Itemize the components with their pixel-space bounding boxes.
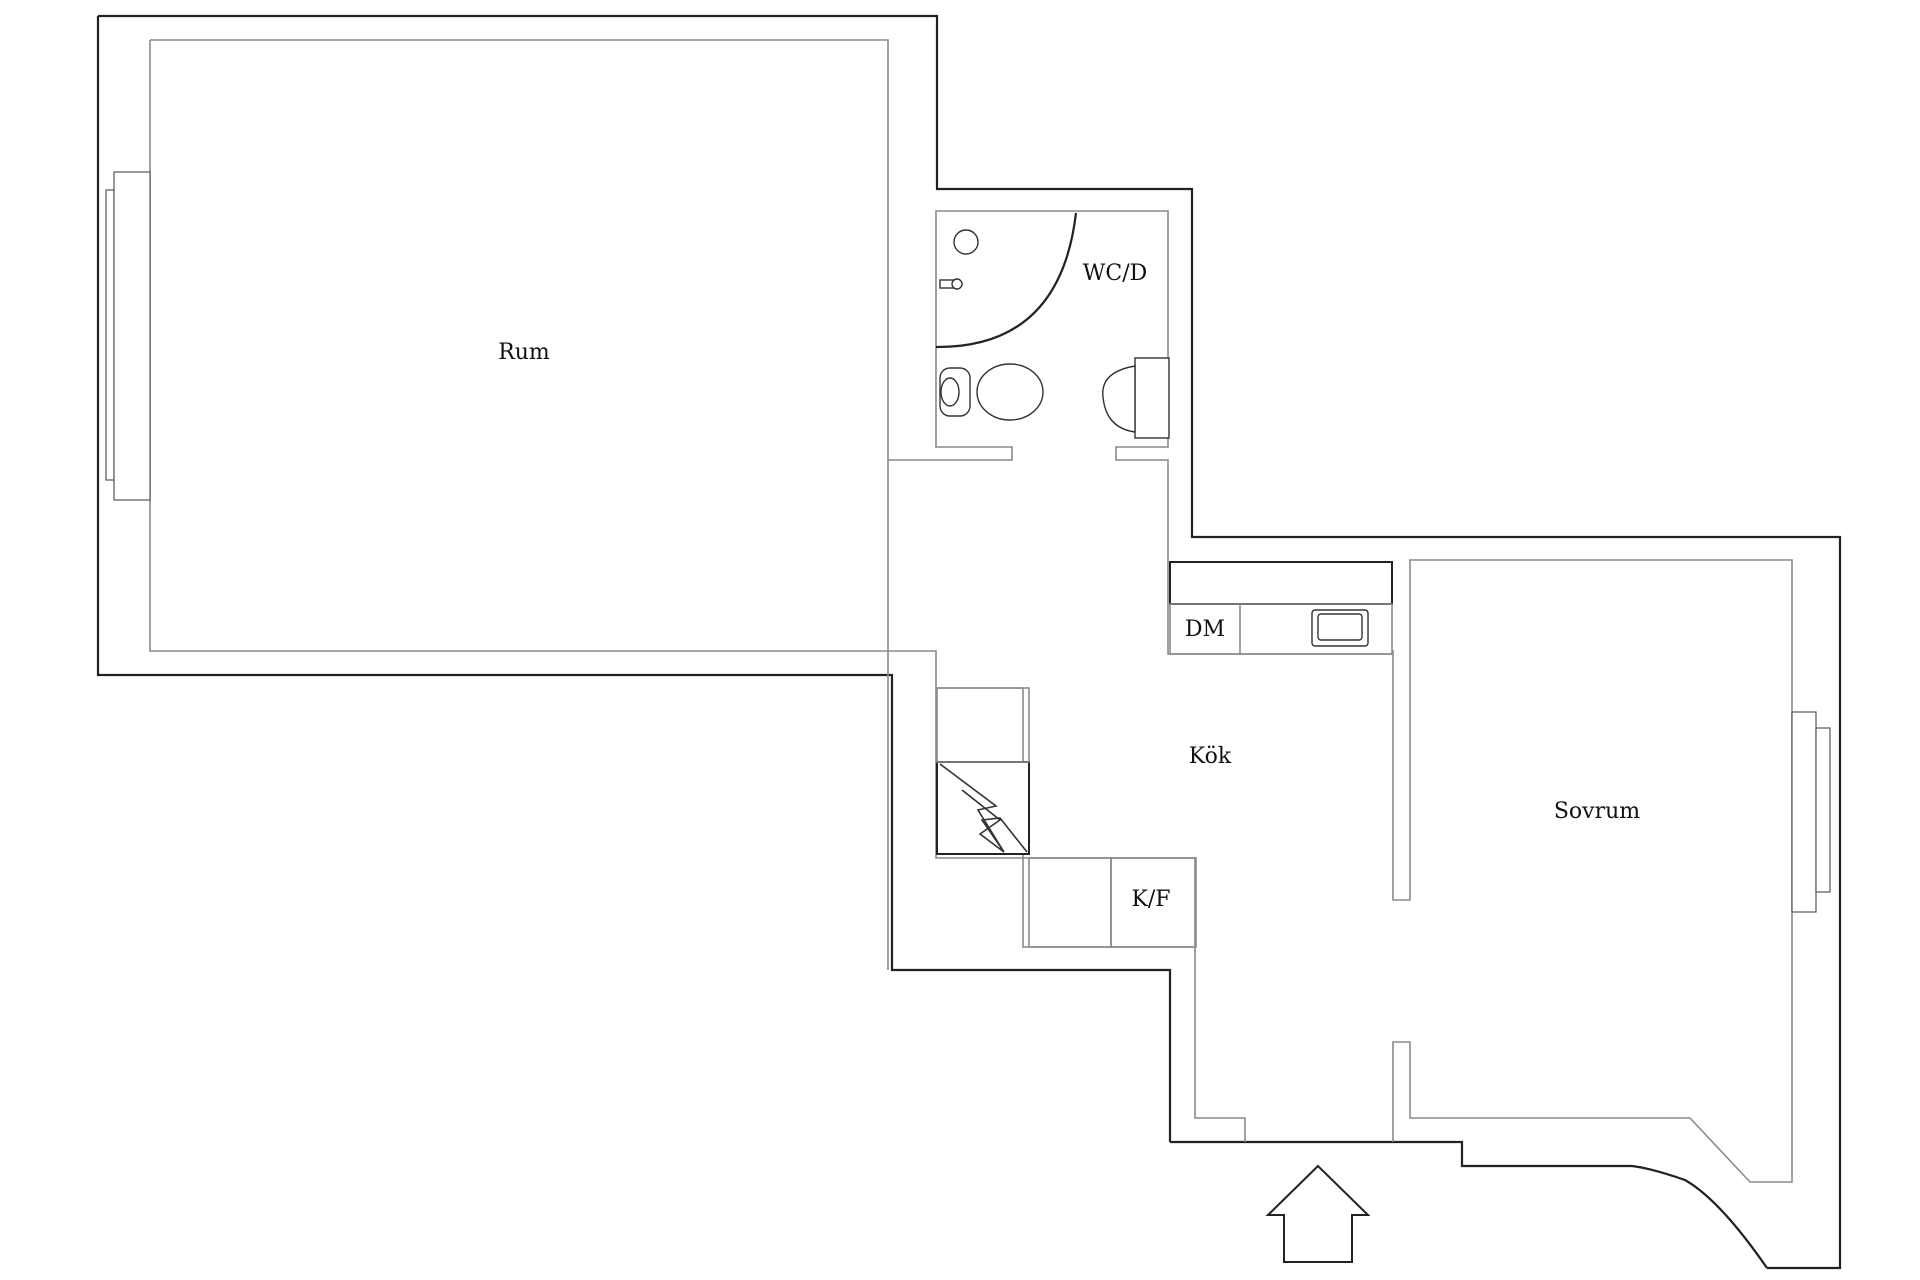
room-label-sovrum: Sovrum	[1554, 799, 1640, 824]
inner-walls	[149, 39, 1793, 1183]
kitchen-units	[936, 687, 1197, 948]
washbasin-icon	[1102, 357, 1170, 439]
room-label-wc: WC/D	[1083, 261, 1148, 286]
entrance-arrow-icon	[1265, 1164, 1371, 1263]
window-left	[105, 171, 151, 501]
room-label-kok: Kök	[1189, 744, 1232, 769]
shower	[935, 212, 1078, 349]
room-label-rum: Rum	[498, 340, 550, 365]
toilet-icon	[939, 363, 1044, 421]
kitchen-sink-icon	[1311, 609, 1369, 647]
kitchen-counter	[1169, 561, 1393, 655]
room-label-dm: DM	[1185, 617, 1225, 642]
outer-walls	[96, 14, 1842, 1270]
window-right	[1791, 711, 1831, 913]
room-label-kf: K/F	[1131, 887, 1170, 912]
stove-icon	[936, 761, 1030, 855]
